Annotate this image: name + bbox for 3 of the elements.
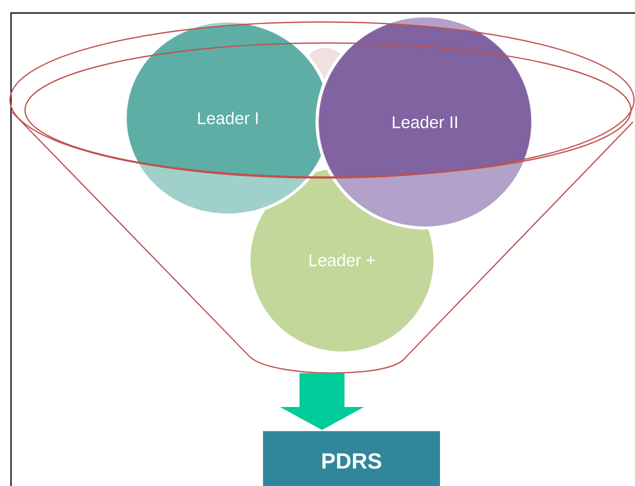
process-box: PDRS (263, 431, 440, 486)
funnel-drawing (9, 21, 635, 374)
block-arrow (280, 373, 364, 430)
